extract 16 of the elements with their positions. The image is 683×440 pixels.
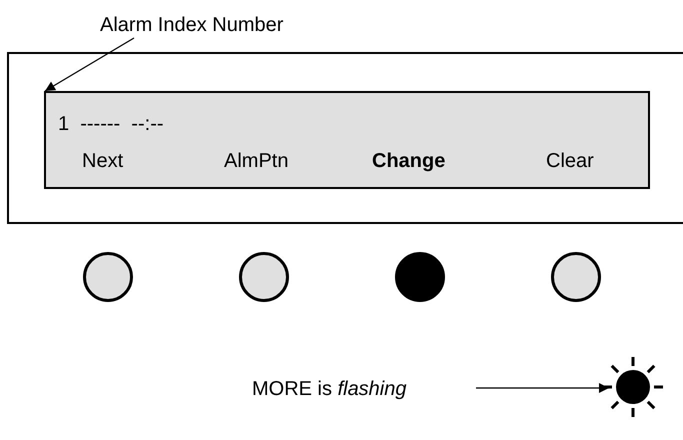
key-button [395, 252, 445, 302]
note-text: MORE is flashing [252, 379, 406, 399]
display-readout: 1 ------ --:-- [58, 114, 164, 134]
softkey-label: AlmPtn [224, 151, 288, 171]
leader-line [44, 37, 134, 92]
softkey-label: Next [82, 151, 124, 171]
key-button [83, 252, 133, 302]
softkey-label: Change [372, 151, 446, 171]
lcd-display [44, 91, 650, 189]
softkey-label: Clear [546, 151, 594, 171]
arrow [476, 383, 609, 393]
key-button [551, 252, 601, 302]
flashing-indicator-icon [603, 357, 663, 417]
display-panel-frame [7, 52, 683, 224]
key-button [239, 252, 289, 302]
callout-label: Alarm Index Number [100, 15, 284, 35]
